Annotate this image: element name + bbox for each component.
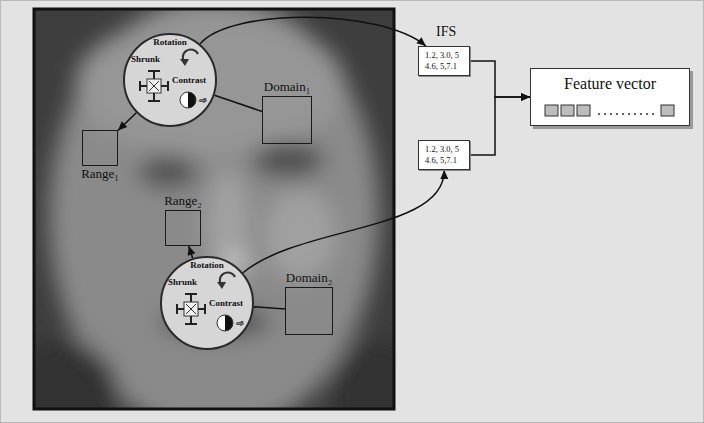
shrink-cross bbox=[186, 304, 196, 314]
vector-cell bbox=[545, 105, 558, 116]
operation-label: Rotation bbox=[190, 260, 224, 270]
contrast-white bbox=[180, 92, 188, 108]
operation-label: Contrast bbox=[209, 298, 243, 308]
operation-label: Shrunk bbox=[168, 277, 197, 287]
shrink-ibeam bbox=[177, 294, 205, 324]
connector bbox=[188, 246, 196, 258]
block-label: Range₁ bbox=[81, 166, 119, 182]
connector-line bbox=[214, 95, 262, 111]
block-label: Domain₂ bbox=[286, 270, 332, 286]
connector bbox=[243, 170, 448, 273]
contrast-outline bbox=[180, 92, 196, 108]
connector bbox=[470, 93, 530, 155]
vector-dot bbox=[640, 113, 642, 115]
shrink-ibeam bbox=[140, 71, 168, 101]
contrast-black bbox=[188, 92, 196, 108]
vector-dot bbox=[646, 113, 648, 115]
contrast-white bbox=[217, 315, 225, 331]
connector-line bbox=[118, 113, 136, 131]
contrast-black bbox=[225, 315, 233, 331]
vector-dot bbox=[634, 113, 636, 115]
operation-label: Contrast bbox=[172, 75, 206, 85]
vector-cell bbox=[561, 105, 574, 116]
arrowhead bbox=[521, 93, 530, 101]
vector-dot bbox=[616, 113, 618, 115]
vector-dot bbox=[604, 113, 606, 115]
vector-dot bbox=[610, 113, 612, 115]
feature-vector-box: Feature vector bbox=[530, 68, 690, 126]
connector-line bbox=[254, 307, 285, 309]
operation-label: Shrunk bbox=[131, 54, 160, 64]
vector-dot bbox=[598, 113, 600, 115]
transform-circle: RotationShrunkContrast αβ bbox=[159, 255, 255, 351]
operation-label: Rotation bbox=[153, 37, 187, 47]
shrink-square bbox=[184, 302, 198, 316]
image-block: Range₁ bbox=[82, 130, 118, 166]
block-label: Domain₁ bbox=[264, 79, 310, 95]
annotation-label: IFS bbox=[436, 24, 456, 40]
vector-cell bbox=[661, 105, 674, 116]
ifs-document: 1.2, 3.0, 5 4.6, 5,7.1 bbox=[418, 140, 470, 170]
arrowhead bbox=[416, 37, 425, 46]
vector-dot bbox=[622, 113, 624, 115]
arrowhead bbox=[188, 246, 196, 256]
vector-dot bbox=[628, 113, 630, 115]
arrowhead bbox=[118, 121, 127, 130]
block-label: Range₂ bbox=[164, 193, 202, 209]
vector-cell bbox=[577, 105, 590, 116]
connector bbox=[254, 307, 285, 309]
box-title: Feature vector bbox=[564, 75, 656, 93]
circle-fill bbox=[124, 34, 216, 126]
connector bbox=[470, 61, 530, 101]
arrowhead bbox=[440, 170, 448, 179]
image-block: Range₂ bbox=[165, 210, 201, 246]
operation-label: αβ bbox=[236, 319, 244, 327]
ifs-code: 1.2, 3.0, 5 4.6, 5,7.1 bbox=[425, 144, 463, 165]
connector-line bbox=[470, 61, 530, 97]
image-block: Domain₁ bbox=[262, 96, 312, 144]
connector-line bbox=[200, 17, 426, 46]
operation-label: αβ bbox=[199, 96, 207, 104]
rotation-arrowhead bbox=[180, 59, 189, 66]
image-block: Domain₂ bbox=[285, 287, 333, 335]
ifs-code: 1.2, 3.0, 5 4.6, 5,7.1 bbox=[425, 50, 463, 71]
shrink-cross bbox=[149, 81, 159, 91]
shrink-square bbox=[147, 79, 161, 93]
rotation-arrowhead bbox=[217, 282, 226, 289]
circle-fill bbox=[161, 257, 253, 349]
connector bbox=[200, 17, 426, 46]
connector bbox=[118, 113, 136, 131]
vector-dot bbox=[652, 113, 654, 115]
contrast-outline bbox=[217, 315, 233, 331]
connector-line bbox=[243, 170, 444, 273]
connector bbox=[214, 95, 262, 111]
ifs-document: 1.2, 3.0, 5 4.6, 5,7.1 bbox=[418, 46, 470, 76]
connector-line bbox=[470, 97, 530, 155]
transform-circle: RotationShrunkContrast αβ bbox=[122, 32, 218, 128]
arrowhead bbox=[521, 93, 530, 101]
